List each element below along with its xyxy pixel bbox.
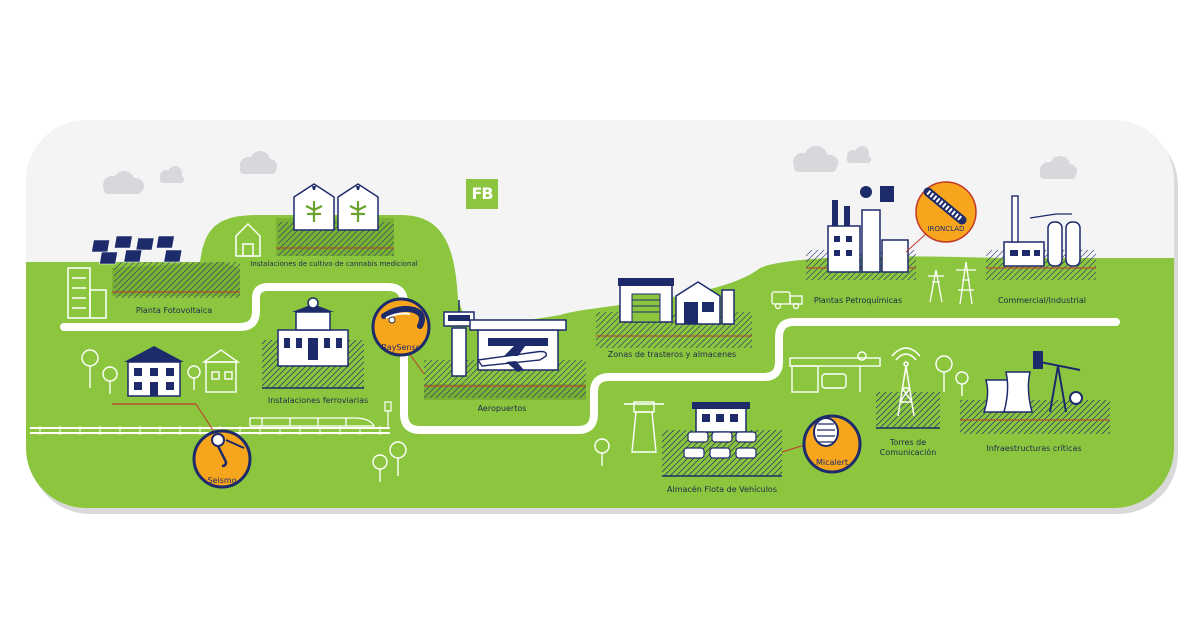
raysense-badge-art [371,297,431,357]
label-airport: Aeropuertos [477,404,527,413]
storage-warehouses [596,278,752,348]
seismo-badge-art [192,429,252,489]
ironclad-badge-art [915,181,977,243]
signal-icon [384,401,392,428]
label-commercial: Commercial/Industrial [997,296,1087,305]
label-solar: Planta Fotovoltaica [135,306,213,315]
seismic-sensor-icon [211,433,245,468]
label-cannabis: Instalaciones de cultivo de cannabis med… [250,260,418,268]
tree-icon [935,355,969,396]
petrochemical-plant [771,186,976,310]
car-icon [683,431,757,459]
white-road [60,283,1120,434]
rail-station [249,297,392,428]
badge-label-raysense[interactable]: RaySense [381,343,421,352]
airplane-icon [476,340,547,372]
house-icon [124,346,184,397]
cloud-icon [1040,156,1077,179]
airport [403,300,586,400]
city-building-icon [67,267,107,319]
control-tower-icon [443,300,475,377]
label-petro: Plantas Petroquímicas [813,296,903,305]
tree-icon [81,349,610,482]
vehicle-fleet [624,401,809,477]
solar-panel-icon [91,235,183,265]
label-fleet: Almacén Flota de Vehículos [667,485,777,494]
badge-label-ironclad[interactable]: IRONCLAD [927,225,965,233]
clock-icon [307,297,319,309]
cloud-icon [240,151,277,174]
cooling-tower-icon [982,371,1033,413]
badge-label-micalert[interactable]: Micalert [816,458,848,467]
radio-tower-icon [891,347,921,417]
micalert-badge-art [802,414,862,474]
commercial-industrial [986,195,1096,280]
fiber-optic-cable-icon [381,305,425,329]
storage-tank-icon [1029,213,1081,267]
lighthouse-icon [624,401,664,453]
house-outline-icon [201,349,241,393]
label-towers: Torres de Comunicación [879,438,937,457]
oil-pump-icon [1033,351,1083,413]
cloud-icon [847,146,871,163]
warehouse-icon [618,278,674,323]
power-pylon-icon [928,261,976,305]
barn-icon [235,222,261,257]
clouds [103,146,1077,194]
badge-label-seismo[interactable]: Seismo [207,476,237,485]
critical-infrastructure [960,351,1110,434]
truck-icon [771,291,803,310]
train-icon [249,417,376,427]
cannabis-facility [235,183,394,257]
ironclad-connector [905,231,929,253]
cloud-icon [160,166,184,183]
gas-station [789,351,881,393]
factory-icon [827,186,909,273]
armored-cable-icon [923,187,967,225]
fb-logo: FB [466,179,498,209]
greenhouse-icon [293,183,379,231]
label-critical: Infraestructuras críticas [986,444,1082,453]
cable-reel-icon [813,417,839,447]
cloud-icon [103,171,144,194]
label-rail: Instalaciones ferroviarias [267,396,369,405]
barn-warehouse-icon [675,281,735,325]
industrial-building-icon [1003,195,1045,267]
label-storage: Zonas de trasteros y almacenes [607,350,737,359]
communication-tower [876,347,969,429]
solar-plant [67,235,240,319]
fleet-garage-icon [692,402,750,433]
station-building-icon [277,297,349,367]
cloud-icon [793,146,838,172]
